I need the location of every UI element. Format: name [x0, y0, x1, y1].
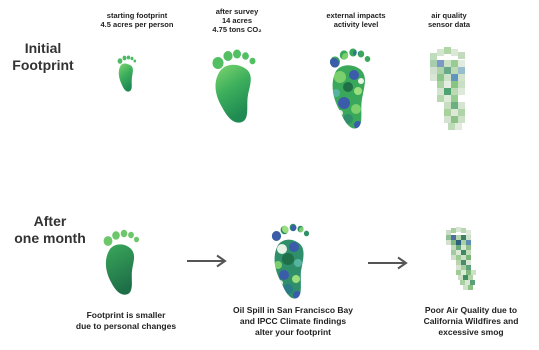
row-label-after: After one month	[14, 213, 86, 246]
footprint-poor-air-quality-icon	[446, 227, 476, 290]
column-heading-after-survey: after survey 14 acres 4.75 tons CO₂	[212, 7, 262, 34]
column-heading-air-quality: air quality sensor data	[427, 11, 471, 29]
footprint-external-impacts-icon	[330, 48, 371, 129]
footprint-after-survey-icon	[212, 49, 256, 123]
arrow-right-icon	[368, 256, 408, 270]
column-heading-external-impacts: external impacts activity level	[326, 11, 386, 29]
caption-personal-changes: Footprint is smaller due to personal cha…	[75, 310, 177, 331]
footprint-air-quality-icon	[430, 47, 465, 130]
arrow-right-icon	[187, 254, 227, 268]
caption-oil-spill: Oil Spill in San Francisco Bay and IPCC …	[233, 305, 353, 337]
footprint-after-month-icon	[103, 229, 139, 295]
column-heading-starting-footprint: starting footprint 4.5 acres per person	[100, 11, 174, 29]
footprint-oil-spill-icon	[271, 223, 310, 299]
caption-poor-air-quality: Poor Air Quality due to California Wildf…	[423, 305, 519, 337]
footprint-starting-icon	[117, 55, 137, 92]
row-label-initial: Initial Footprint	[12, 40, 74, 73]
